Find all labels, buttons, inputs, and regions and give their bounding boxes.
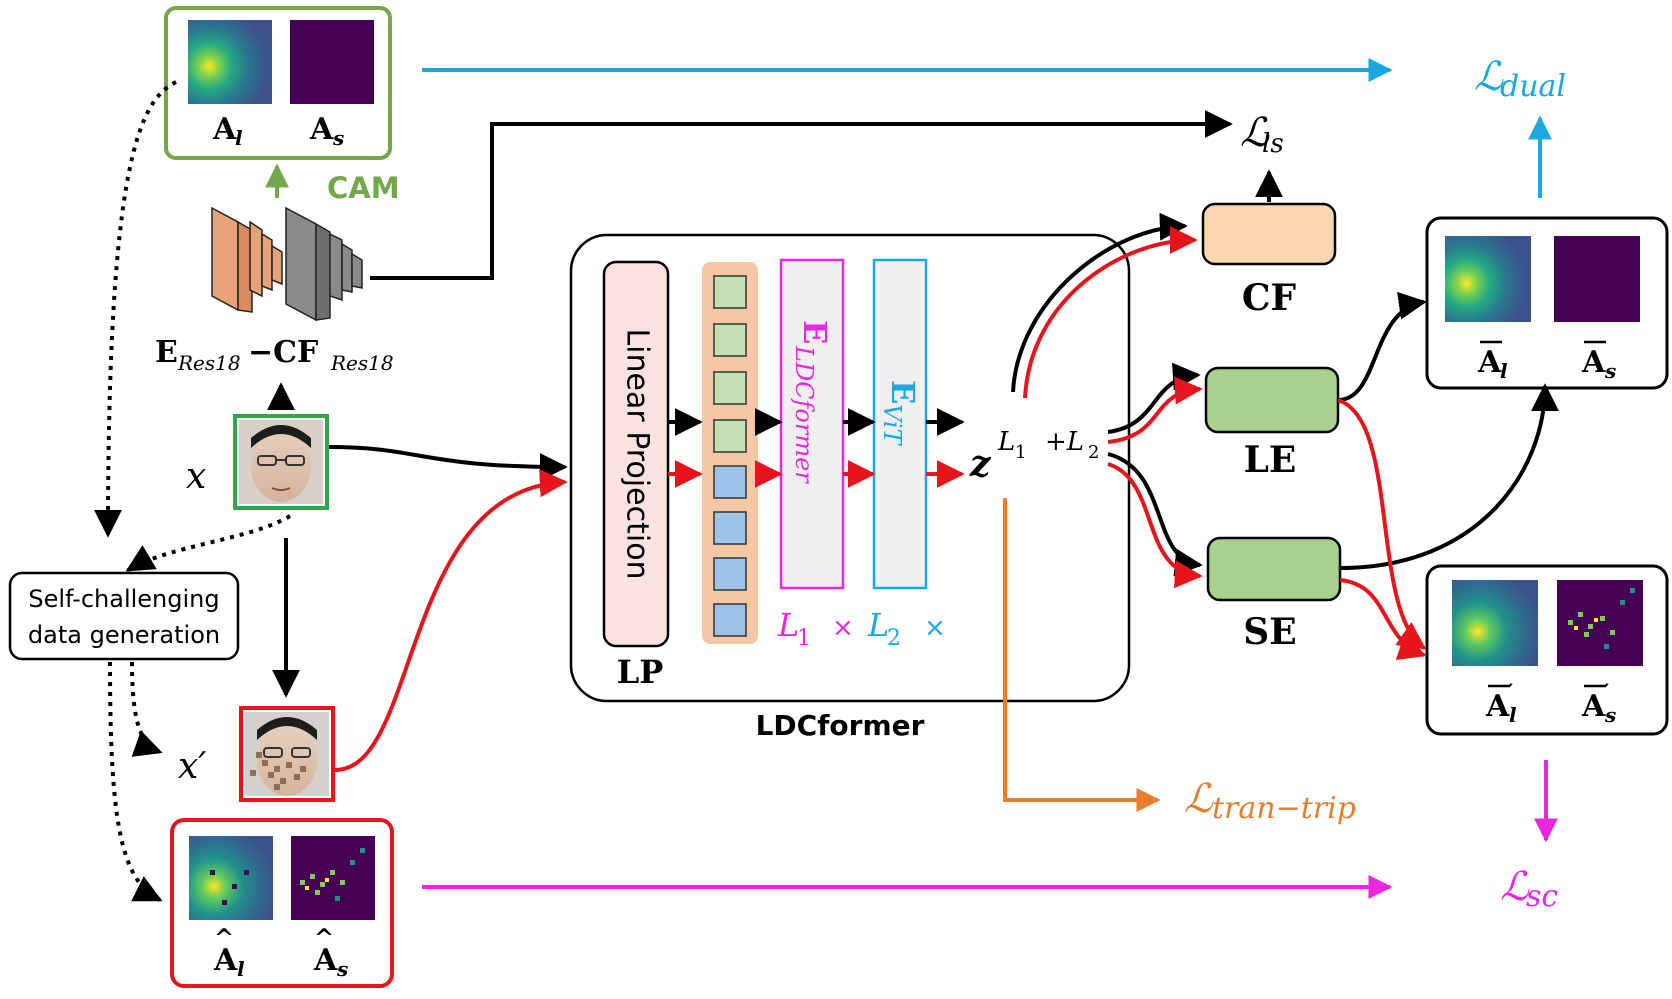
svg-text:A: A [1485, 689, 1510, 724]
se-block [1206, 536, 1342, 602]
heatmap-barprime-al [1452, 580, 1538, 666]
svg-text:1: 1 [1015, 442, 1026, 463]
arrow-xprime-to-lp [334, 469, 568, 772]
e-ldcformer-label: E LDCformer [790, 320, 834, 484]
cam-label: CAM [327, 171, 400, 205]
svg-text:ℒ: ℒ [1184, 776, 1214, 822]
svg-text:l: l [1509, 703, 1517, 727]
heatmap-al [188, 20, 272, 104]
svg-text:1: 1 [797, 626, 811, 651]
arrow-z-to-cf-red [1023, 226, 1198, 399]
label-as: A [309, 112, 334, 147]
svg-text:×: × [832, 613, 854, 643]
svg-text:l: l [1500, 359, 1508, 383]
label-xprime: x′ [178, 746, 206, 787]
svg-text:A: A [1581, 689, 1606, 724]
ldcformer-label: LDCformer [756, 709, 925, 742]
svg-text:ViT: ViT [878, 404, 906, 447]
hat-map-box: A ^ l A ^ s [170, 818, 394, 988]
svg-text:tran−trip: tran−trip [1212, 791, 1356, 826]
svg-text:2: 2 [1088, 442, 1099, 463]
network-icon [211, 206, 363, 322]
dotted-x-to-self [125, 514, 292, 572]
face-icon [233, 414, 329, 510]
svg-text:A: A [1581, 345, 1606, 380]
svg-text:^: ^ [314, 923, 334, 952]
encoder-label: E Res18 −CF Res18 [155, 335, 394, 375]
svg-text:ℒ: ℒ [1500, 864, 1530, 910]
svg-text:Res18: Res18 [177, 351, 241, 375]
linear-projection-label: Linear Projection [620, 328, 655, 579]
face-icon-augmented [239, 706, 335, 802]
svg-text:dual: dual [1500, 69, 1566, 104]
l2-times-label: L 2 × [867, 606, 946, 651]
linear-projection-block [602, 260, 670, 648]
svg-text:×: × [924, 613, 946, 643]
svg-text:sc: sc [1526, 879, 1558, 914]
token-column [702, 262, 758, 644]
svg-text:l: l [235, 126, 243, 150]
svg-text:′: ′ [1508, 679, 1513, 703]
svg-text:s: s [332, 126, 344, 150]
svg-text:+L: +L [1045, 427, 1084, 457]
heatmap-bar-al [1445, 236, 1531, 322]
le-label: LE [1244, 439, 1297, 481]
arrow-to-lls [370, 110, 1233, 280]
dotted-cam-to-self [94, 80, 177, 538]
svg-text:−CF: −CF [248, 335, 318, 370]
heatmap-hat-al [189, 836, 273, 920]
cf-block [1201, 202, 1337, 266]
label-al: A [212, 112, 237, 147]
svg-text:s: s [1604, 703, 1616, 727]
svg-text:ℒ: ℒ [1240, 110, 1270, 156]
svg-text:^: ^ [214, 923, 234, 952]
loss-tran-trip: ℒ tran−trip [1184, 776, 1356, 826]
svg-text:A: A [1477, 345, 1502, 380]
cam-map-box: A l A s [164, 6, 392, 160]
svg-text:′: ′ [1604, 679, 1609, 703]
loss-ls: ℒ ls [1240, 110, 1284, 159]
bar-map-box: A l A s [1425, 216, 1669, 390]
l1-times-label: L 1 × [777, 606, 854, 651]
e-vit-label: E ViT [878, 380, 922, 447]
label-x: x [186, 456, 206, 497]
loss-sc: ℒ sc [1500, 864, 1558, 914]
z-label: z L 1 +L 2 [969, 427, 1099, 485]
svg-text:l: l [237, 957, 245, 981]
lp-label: LP [617, 653, 664, 691]
svg-text:LDCformer: LDCformer [790, 345, 818, 484]
svg-text:L: L [997, 427, 1015, 457]
arrow-z-to-cf-black [1011, 212, 1188, 393]
dotted-self-to-xprime [130, 661, 163, 757]
svg-text:E: E [884, 380, 922, 404]
svg-text:ℒ: ℒ [1474, 54, 1504, 100]
svg-text:L: L [777, 606, 799, 644]
svg-text:s: s [1604, 359, 1616, 383]
svg-text:data generation: data generation [28, 621, 220, 649]
heatmap-as [290, 20, 374, 104]
svg-text:E: E [155, 335, 178, 370]
e-ldcformer-block [779, 258, 845, 590]
heatmap-bar-as [1554, 236, 1640, 322]
svg-text:L: L [867, 606, 889, 644]
svg-text:2: 2 [887, 626, 901, 651]
cf-label: CF [1242, 277, 1297, 319]
le-block [1204, 366, 1340, 434]
bar-prime-map-box: A ′ l A ′ s [1425, 564, 1669, 736]
svg-text:ls: ls [1262, 129, 1284, 159]
svg-text:Res18: Res18 [330, 351, 394, 375]
dotted-self-to-hat [108, 661, 163, 902]
svg-text:s: s [336, 957, 348, 981]
arrow-x-to-lp [328, 445, 568, 481]
svg-text:E: E [796, 320, 834, 344]
loss-dual: ℒ dual [1474, 54, 1566, 104]
svg-text:z: z [969, 443, 992, 485]
svg-text:A: A [313, 943, 338, 978]
arrow-to-ltran [1003, 498, 1161, 812]
svg-text:A: A [213, 943, 238, 978]
se-label: SE [1243, 611, 1296, 653]
self-challenging-box: Self-challenging data generation [8, 571, 240, 661]
svg-text:Self-challenging: Self-challenging [28, 585, 219, 613]
